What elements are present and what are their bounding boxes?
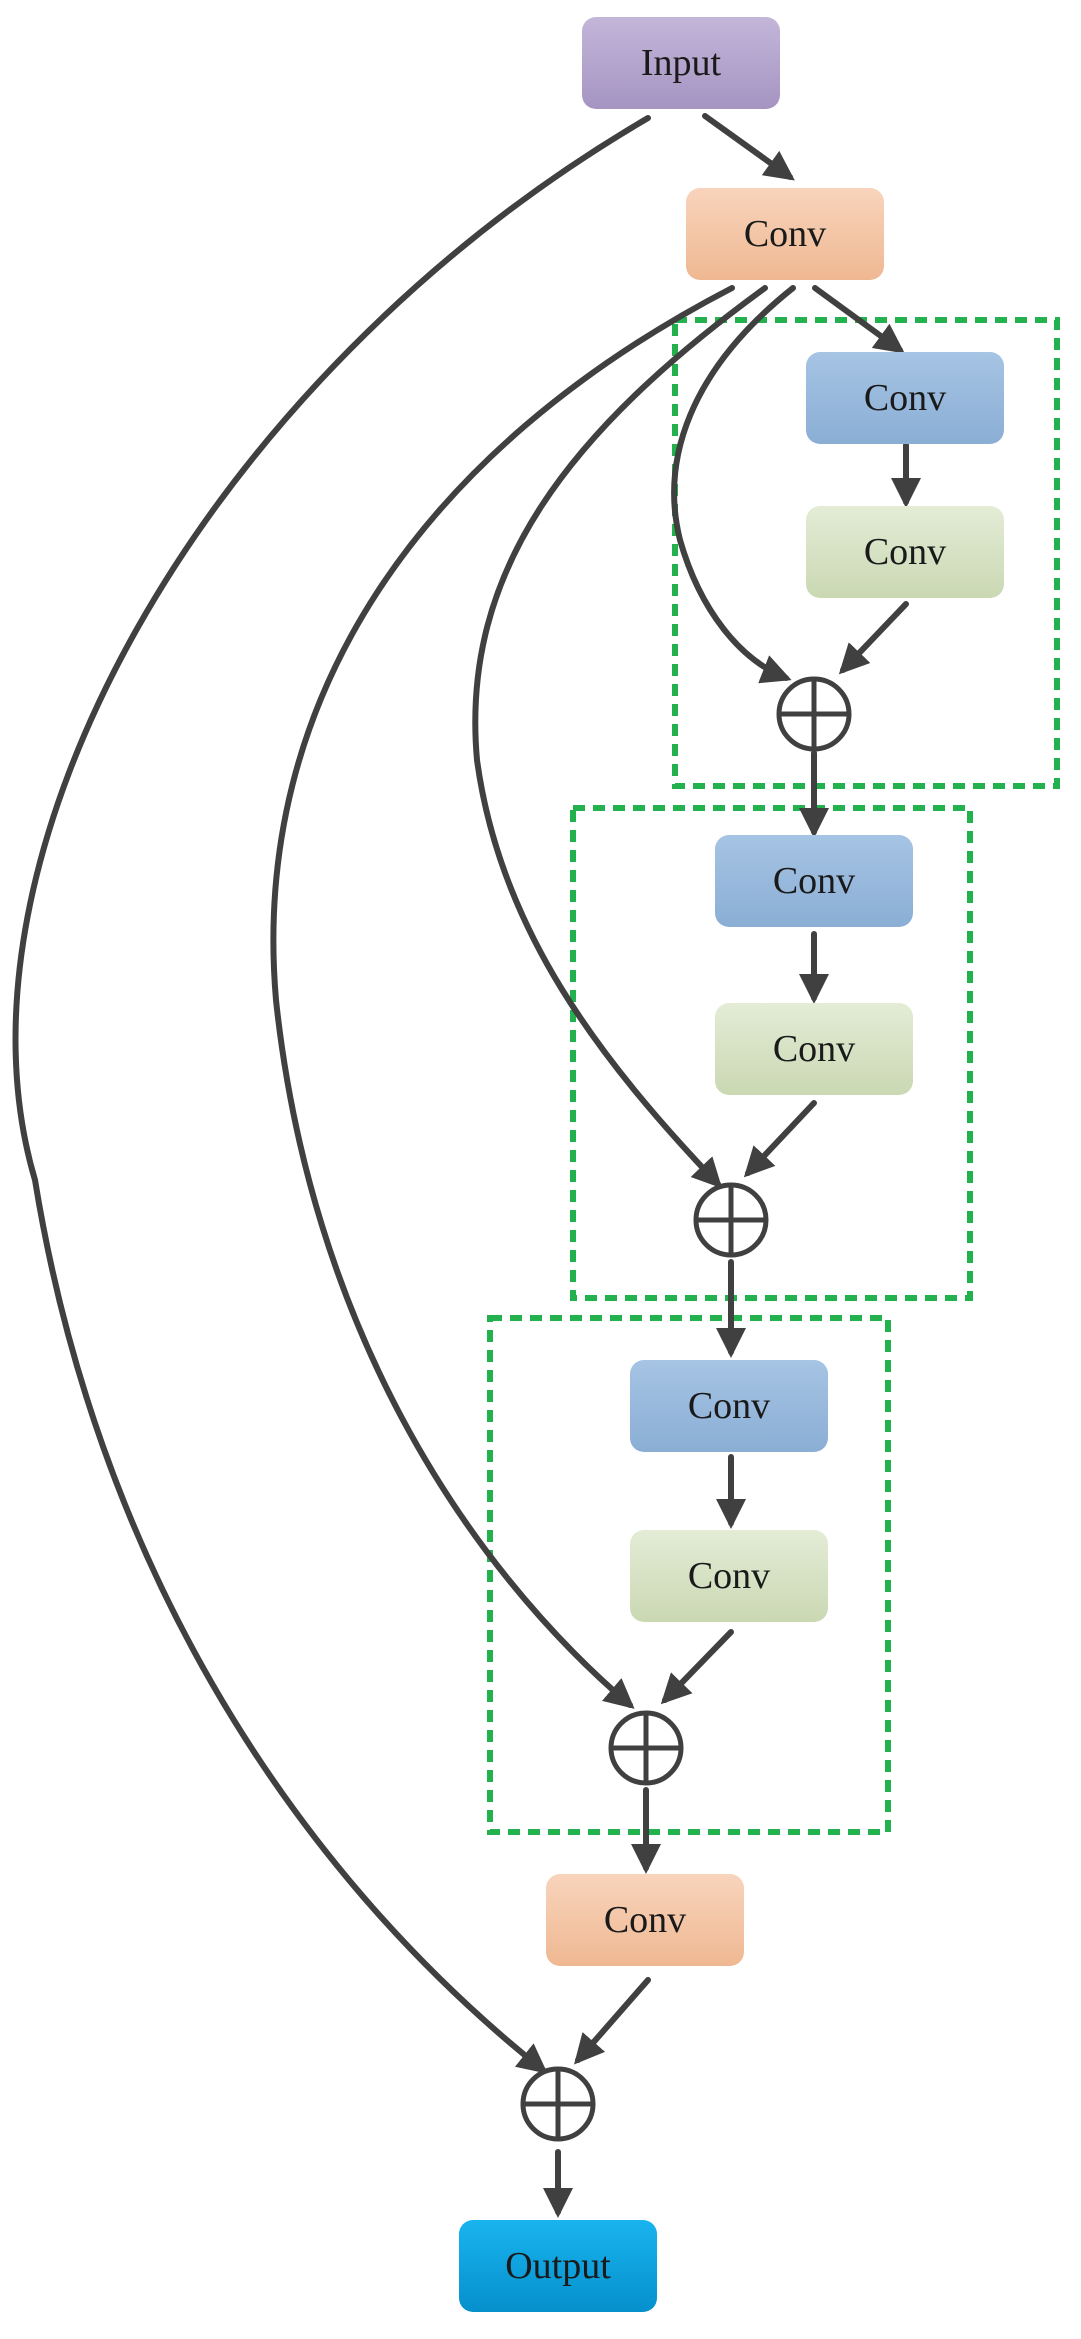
edge-conv-tail-to-final-sum — [574, 1977, 651, 2065]
sum-3-circle-plus-icon — [608, 1710, 684, 1786]
skip-conv-to-sum-2 — [472, 285, 768, 1189]
conv-head-label: Conv — [744, 213, 826, 255]
residual-block-1-box — [672, 317, 1060, 789]
edge-input-to-conv-head — [702, 113, 795, 181]
sum-2-circle-plus-icon — [693, 1182, 769, 1258]
output-node: Output — [459, 2220, 657, 2312]
output-node-label: Output — [505, 2245, 611, 2287]
block1-conv-a-label: Conv — [864, 377, 946, 419]
edge-conv-head-to-block1-conv-a — [812, 285, 905, 354]
edge-block1-conv-b-to-sum-1 — [838, 601, 909, 675]
skip-input-to-final-sum — [12, 115, 651, 2074]
conv-head-node: Conv — [686, 188, 884, 280]
block3-conv-b-node: Conv — [630, 1530, 828, 1622]
block2-conv-b-node: Conv — [715, 1003, 913, 1095]
block3-conv-a-node: Conv — [630, 1360, 828, 1452]
block2-conv-b-label: Conv — [773, 1028, 855, 1070]
input-node: Input — [582, 17, 780, 109]
final-sum-circle-plus-icon — [520, 2066, 596, 2142]
input-node-label: Input — [641, 42, 722, 84]
conv-tail-node: Conv — [546, 1874, 744, 1966]
block1-conv-b-node: Conv — [806, 506, 1004, 598]
skip-conv-to-sum-1 — [671, 285, 796, 684]
skip-conv-to-sum-3 — [270, 285, 735, 1709]
edge-block3-conv-b-to-sum-3 — [660, 1629, 734, 1705]
edge-block2-conv-b-to-sum-2 — [743, 1100, 817, 1178]
sum-1-circle-plus-icon — [776, 676, 852, 752]
block1-conv-b-label: Conv — [864, 531, 946, 573]
residual-block-2-box — [570, 805, 973, 1301]
residual-block-3-box — [487, 1315, 891, 1835]
conv-tail-label: Conv — [604, 1899, 686, 1941]
block2-conv-a-node: Conv — [715, 835, 913, 927]
block1-conv-a-node: Conv — [806, 352, 1004, 444]
block3-conv-a-label: Conv — [688, 1385, 770, 1427]
block2-conv-a-label: Conv — [773, 860, 855, 902]
block3-conv-b-label: Conv — [688, 1555, 770, 1597]
